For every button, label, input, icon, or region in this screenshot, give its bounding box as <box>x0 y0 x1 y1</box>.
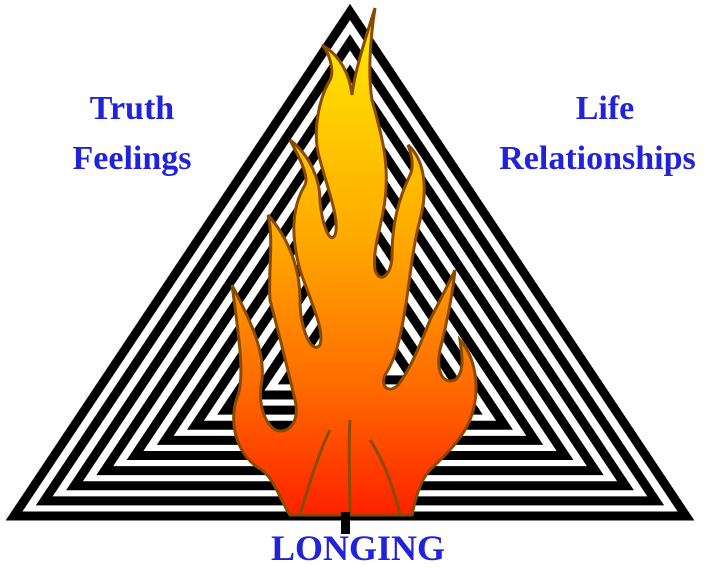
label-relationships: Relationships <box>490 142 705 176</box>
label-longing: LONGING <box>253 530 463 566</box>
label-feelings: Feelings <box>62 142 202 176</box>
label-life: Life <box>520 92 690 126</box>
label-truth: Truth <box>62 92 202 126</box>
